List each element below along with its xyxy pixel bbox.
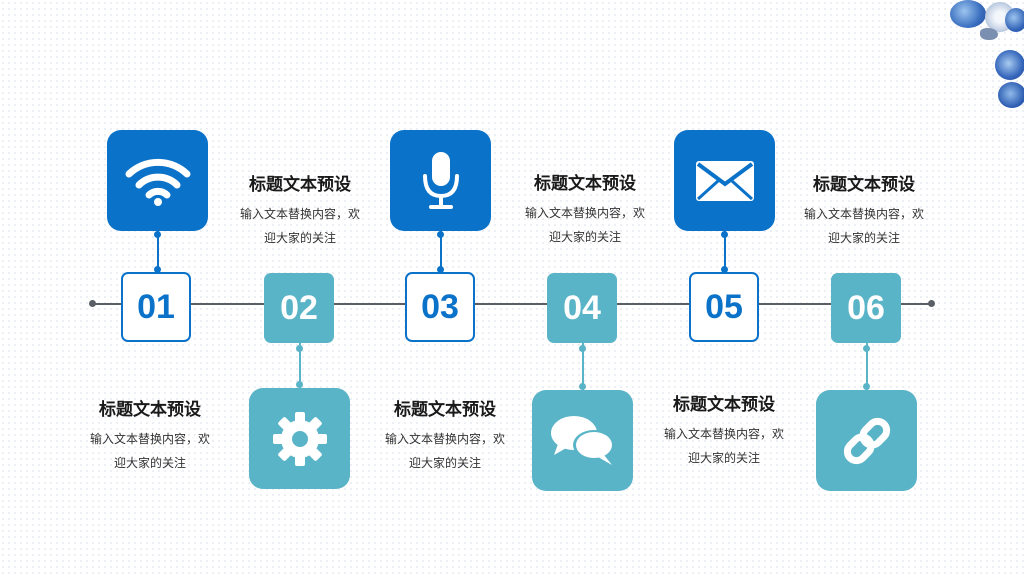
step-6-desc: 输入文本替换内容，欢 迎大家的关注 [644,422,804,470]
step-2-number: 02 [264,273,334,343]
step-3-desc-line1: 输入文本替换内容，欢 [524,206,645,220]
step-5-connector-dot-top [721,231,728,238]
step-4-connector-dot-top [579,345,586,352]
step-3-connector [440,231,442,271]
step-5-connector [724,231,726,271]
step-5-icon-box [674,130,775,231]
step-6-desc-line1: 输入文本替换内容，欢 [663,427,784,441]
step-1-desc-line2: 迎大家的关注 [263,231,336,245]
step-6-title: 标题文本预设 [673,395,775,414]
step-1-title: 标题文本预设 [249,175,351,194]
chat-bubbles-icon [550,415,615,465]
microphone-icon [422,151,459,209]
step-3-desc: 输入文本替换内容，欢 迎大家的关注 [505,201,665,249]
timeline-end-dot [928,300,935,307]
step-4-desc-line2: 迎大家的关注 [408,456,481,470]
gear-icon [272,411,327,466]
link-icon [843,417,890,464]
step-1-connector-dot-bottom [154,266,161,273]
step-2-connector-dot-bottom [296,381,303,388]
step-4-icon-box [532,390,633,491]
step-2-desc-line2: 迎大家的关注 [113,456,186,470]
timeline-line [92,303,932,305]
step-5-connector-dot-bottom [721,266,728,273]
step-3-connector-dot-bottom [437,266,444,273]
step-2-desc: 输入文本替换内容，欢 迎大家的关注 [70,427,230,475]
step-3-icon-box [390,130,491,231]
step-2-connector-dot-top [296,345,303,352]
step-2-desc-line1: 输入文本替换内容，欢 [89,432,210,446]
step-4-desc: 输入文本替换内容，欢 迎大家的关注 [365,427,525,475]
step-5-title: 标题文本预设 [813,175,915,194]
envelope-icon [695,160,754,201]
step-6-number: 06 [831,273,901,343]
step-1-desc-line1: 输入文本替换内容，欢 [239,207,360,221]
step-2-title: 标题文本预设 [99,400,201,419]
step-4-number: 04 [547,273,617,343]
timeline-start-dot [89,300,96,307]
step-5-desc-line2: 迎大家的关注 [827,231,900,245]
wifi-icon [125,158,190,206]
step-3-title: 标题文本预设 [534,174,636,193]
step-6-connector-dot-top [863,345,870,352]
step-1-desc: 输入文本替换内容，欢 迎大家的关注 [220,202,380,250]
step-5-desc: 输入文本替换内容，欢 迎大家的关注 [784,202,944,250]
step-4-connector-dot-bottom [579,383,586,390]
step-2-connector [299,343,301,388]
step-1-number: 01 [121,272,191,342]
step-6-icon-box [816,390,917,491]
step-3-desc-line2: 迎大家的关注 [548,230,621,244]
step-6-connector-dot-bottom [863,383,870,390]
step-1-icon-box [107,130,208,231]
step-4-desc-line1: 输入文本替换内容，欢 [384,432,505,446]
step-4-title: 标题文本预设 [394,400,496,419]
step-3-connector-dot-top [437,231,444,238]
step-6-connector [866,343,868,390]
step-3-number: 03 [405,272,475,342]
step-5-number: 05 [689,272,759,342]
step-1-connector [157,231,159,271]
step-4-connector [582,343,584,390]
step-1-connector-dot-top [154,231,161,238]
step-5-desc-line1: 输入文本替换内容，欢 [803,207,924,221]
step-6-desc-line2: 迎大家的关注 [687,451,760,465]
step-2-icon-box [249,388,350,489]
